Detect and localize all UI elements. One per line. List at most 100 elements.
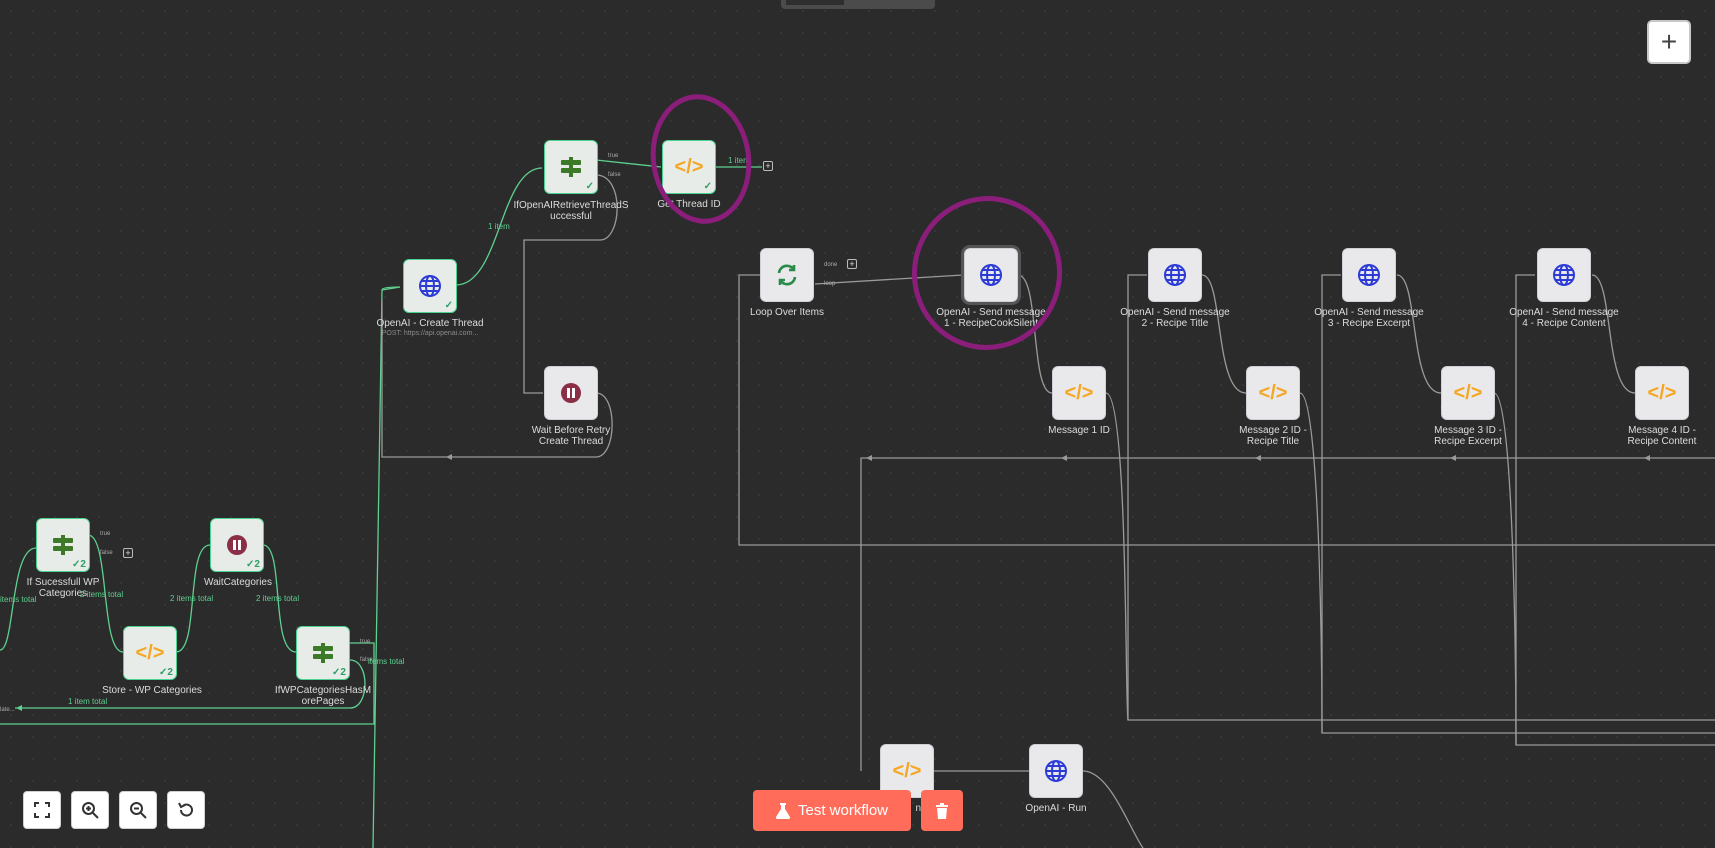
edge-send1-to-msg1: [1017, 274, 1053, 394]
node-message-4-id[interactable]: </>: [1635, 366, 1689, 420]
edge-send4-loop-in: [1515, 274, 1535, 745]
label-send-message-3: OpenAI - Send message 3 - Recipe Excerpt: [1314, 307, 1424, 329]
edge-label-items-total: 2 items total: [170, 594, 214, 603]
edge-send3-loop-in: [1321, 274, 1341, 733]
node-if-wp-more-pages[interactable]: ✓2: [296, 626, 350, 680]
zoom-out-button[interactable]: [119, 791, 157, 829]
edge-run-out: [1082, 770, 1144, 848]
node-loop-over-items[interactable]: [760, 248, 814, 302]
label-wait-before-retry: Wait Before Retry Create Thread: [531, 425, 611, 447]
edge-create-to-if-retrieve: [455, 167, 543, 286]
code-icon: </>: [674, 155, 704, 178]
zoom-out-icon: [130, 802, 147, 819]
node-send-message-4[interactable]: [1537, 248, 1591, 302]
success-count-badge: ✓2: [72, 559, 86, 570]
edge-wait-to-ifmore: [262, 544, 297, 653]
globe-icon: [1356, 262, 1382, 288]
top-scrollbar[interactable]: [781, 0, 935, 9]
code-icon: </>: [1064, 381, 1094, 404]
plus-icon: +: [1660, 26, 1678, 57]
truncated-label: late...: [0, 707, 15, 713]
delete-button[interactable]: [921, 790, 963, 831]
code-icon: </>: [892, 759, 922, 782]
node-partial-code[interactable]: </>: [880, 744, 934, 798]
pause-icon: [224, 532, 250, 558]
label-message-4-id: Message 4 ID - Recipe Content: [1627, 425, 1697, 447]
if-split-icon: [50, 532, 76, 558]
label-wait-categories: WaitCategories: [204, 577, 272, 588]
if-split-icon: [558, 154, 584, 180]
add-connection-button[interactable]: +: [847, 259, 857, 269]
edge-label-items-total: 2 items total: [256, 594, 300, 603]
label-if-successful-wp: If Sucessfull WP Categories: [26, 577, 100, 599]
node-send-message-2[interactable]: [1148, 248, 1202, 302]
add-connection-button[interactable]: +: [123, 548, 133, 558]
edge-left-trunk: [372, 286, 401, 848]
edge-label-1-item: 1 item: [728, 156, 750, 165]
globe-icon: [417, 273, 443, 299]
trash-icon: [936, 802, 948, 819]
label-send-message-1: OpenAI - Send message 1 - RecipeCookSile…: [936, 307, 1046, 329]
node-wait-categories[interactable]: ✓2: [210, 518, 264, 572]
fit-view-button[interactable]: [23, 791, 61, 829]
label-message-3-id: Message 3 ID - Recipe Excerpt: [1434, 425, 1502, 447]
test-workflow-button[interactable]: Test workflow: [753, 790, 911, 831]
edge-loop-done-line: [738, 274, 1715, 546]
node-openai-create-thread[interactable]: ✓: [403, 259, 457, 313]
if-split-icon: [310, 640, 336, 666]
add-node-button[interactable]: +: [1647, 20, 1691, 64]
node-send-message-1[interactable]: [961, 245, 1021, 305]
port-false: false: [360, 657, 373, 663]
zoom-in-button[interactable]: [71, 791, 109, 829]
reset-zoom-button[interactable]: [167, 791, 205, 829]
label-message-1-id: Message 1 ID: [1048, 425, 1110, 436]
edge-left-to-ifwp: [0, 547, 37, 651]
node-if-openai-retrieve[interactable]: ✓: [544, 140, 598, 194]
top-scrollbar-thumb[interactable]: [786, 0, 844, 5]
label-message-2-id: Message 2 ID - Recipe Title: [1239, 425, 1307, 447]
node-openai-run[interactable]: [1029, 744, 1083, 798]
port-done: done: [824, 262, 838, 268]
node-wait-before-retry[interactable]: [544, 366, 598, 420]
node-message-3-id[interactable]: </>: [1441, 366, 1495, 420]
edge-send3-to-msg3: [1396, 274, 1442, 394]
sublabel-openai-create-thread: POST: https://api.openai.com...: [381, 330, 479, 337]
edge-wait-to-create-loop: [381, 300, 613, 458]
success-count-badge: ✓2: [246, 559, 260, 570]
label-openai-run: OpenAI - Run: [1025, 803, 1087, 814]
edge-send2-to-msg2: [1201, 274, 1247, 394]
label-send-message-4: OpenAI - Send message 4 - Recipe Content: [1509, 307, 1619, 329]
node-store-wp-categories[interactable]: </> ✓2: [123, 626, 177, 680]
label-if-wp-more-pages: IfWPCategoriesHasMorePages: [274, 685, 372, 707]
node-if-successful-wp[interactable]: ✓2: [36, 518, 90, 572]
edge-ifmore-false-back: [15, 659, 366, 709]
edge-trunk-to-create: [381, 286, 401, 291]
port-true: true: [100, 531, 111, 537]
edge-if-to-getthread: [595, 159, 662, 168]
code-icon: </>: [135, 641, 165, 664]
add-connection-button[interactable]: +: [763, 161, 773, 171]
globe-icon: [1043, 758, 1069, 784]
node-get-thread-id[interactable]: </> ✓: [662, 140, 716, 194]
edge-msg1-to-send2: [1105, 392, 1715, 721]
edge-loop-back: [860, 457, 1715, 771]
code-icon: </>: [1258, 381, 1288, 404]
edge-label-1-item-total: 1 item total: [68, 697, 108, 706]
success-check-icon: ✓: [444, 300, 453, 311]
test-workflow-label: Test workflow: [797, 802, 889, 819]
port-true: true: [360, 639, 371, 645]
edge-send4-to-msg4: [1591, 274, 1636, 394]
node-send-message-3[interactable]: [1342, 248, 1396, 302]
success-check-icon: ✓: [585, 181, 594, 192]
edge-label-items-total: 2 items total: [80, 590, 124, 599]
edge-label-items-total: items total: [0, 595, 37, 604]
label-if-openai-retrieve: IfOpenAIRetrieveThreadSuccessful: [513, 200, 629, 222]
edge-loop-to-send1: [814, 274, 964, 285]
node-message-2-id[interactable]: </>: [1246, 366, 1300, 420]
undo-icon: [178, 802, 193, 817]
port-false: false: [608, 172, 621, 178]
edge-label-items-total: items total: [368, 657, 405, 666]
node-message-1-id[interactable]: </>: [1052, 366, 1106, 420]
